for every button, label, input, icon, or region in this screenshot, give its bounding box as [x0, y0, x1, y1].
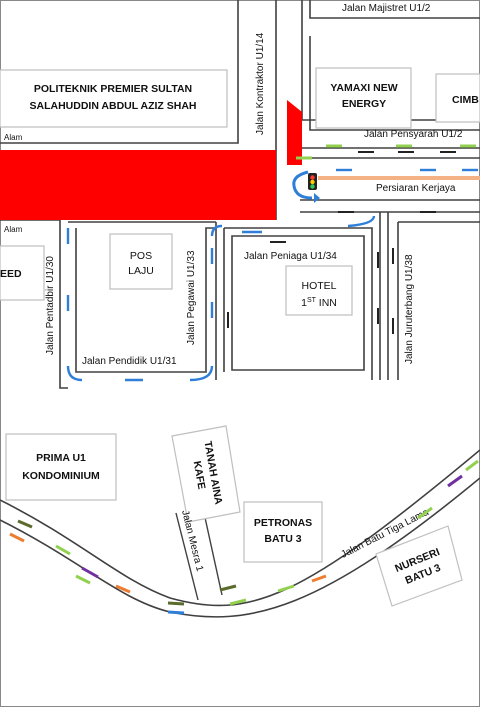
label-yamaxi-1: YAMAXI NEW [330, 82, 397, 94]
label-speed-partial: EED [0, 268, 22, 280]
road-juruterbang: Jalan Juruterbang U1/38 [404, 254, 415, 364]
road-pensyarah: Jalan Pensyarah U1/2 [364, 129, 463, 140]
road-closure-main [0, 150, 276, 220]
label-pos-1: POS [130, 250, 152, 262]
road-majistret: Jalan Majistret U1/2 [342, 3, 431, 14]
u-turn-arrow-icon [292, 170, 320, 203]
road-kerjaya: Persiaran Kerjaya [376, 183, 456, 194]
road-pegawai: Jalan Pegawai U1/33 [186, 250, 197, 345]
road-peniaga: Jalan Peniaga U1/34 [244, 251, 337, 262]
road-pentadbir: Jalan Pentadbir U1/30 [45, 256, 56, 355]
label-prima-2: KONDOMINIUM [22, 470, 100, 482]
label-cimb: CIMB [452, 94, 479, 106]
label-hotel-2: 1ST INN [301, 297, 337, 309]
label-politeknik-2: SALAHUDDIN ABDUL AZIZ SHAH [29, 100, 196, 112]
traffic-arrows-black [227, 151, 456, 334]
road-closure-corner [287, 100, 302, 165]
batu-tiga-lama-road [0, 449, 480, 618]
detour-arrows-blue [66, 168, 478, 382]
label-petronas-1: PETRONAS [254, 517, 312, 529]
label-petronas-2: BATU 3 [264, 533, 301, 545]
building-labels: POLITEKNIK PREMIER SULTAN SALAHUDDIN ABD… [0, 82, 479, 587]
svg-text:KAFE: KAFE [191, 460, 208, 490]
road-kontraktor: Jalan Kontraktor U1/14 [255, 32, 266, 135]
lane-dashes [9, 144, 479, 615]
building-boxes [0, 67, 480, 607]
label-politeknik-1: POLITEKNIK PREMIER SULTAN [34, 83, 192, 95]
road-alam-bottom: Alam [4, 225, 23, 234]
road-pendidik: Jalan Pendidik U1/31 [82, 356, 177, 367]
label-yamaxi-2: ENERGY [342, 98, 386, 110]
traffic-light-icon [308, 173, 317, 190]
label-pos-2: LAJU [128, 265, 154, 277]
kerjaya-highlight [318, 176, 480, 180]
label-prima-1: PRIMA U1 [36, 452, 86, 464]
label-hotel-1: HOTEL [301, 280, 336, 292]
road-alam-top: Alam [4, 133, 23, 142]
mesra-road [175, 512, 223, 601]
